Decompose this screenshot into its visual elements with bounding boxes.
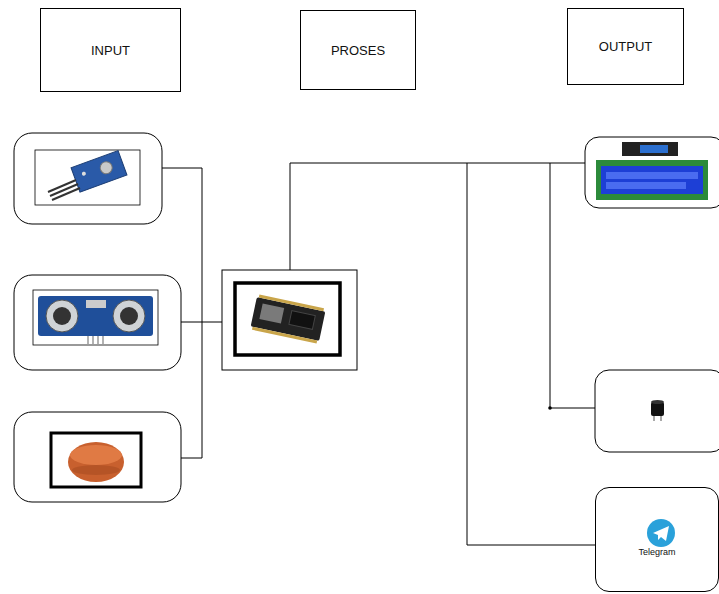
ultrasonic-sensor-card xyxy=(14,275,181,370)
telegram-output-box: Telegram xyxy=(595,487,719,592)
junction-dot xyxy=(548,406,552,410)
process-header-box: PROSES xyxy=(300,10,416,90)
node-label: INPUT xyxy=(91,43,130,58)
telegram-icon xyxy=(647,519,675,547)
gas-sensor-card xyxy=(14,412,181,502)
output-header-box: OUTPUT xyxy=(567,8,684,85)
lcd-card xyxy=(585,137,719,208)
sensor-module-card xyxy=(14,133,162,224)
input-header-box: INPUT xyxy=(40,8,181,92)
buzzer-card xyxy=(595,370,719,452)
microcontroller-card xyxy=(222,270,357,370)
node-label: PROSES xyxy=(331,43,385,58)
node-label: Telegram xyxy=(638,547,675,557)
node-label: OUTPUT xyxy=(599,39,652,54)
wires xyxy=(162,163,595,545)
